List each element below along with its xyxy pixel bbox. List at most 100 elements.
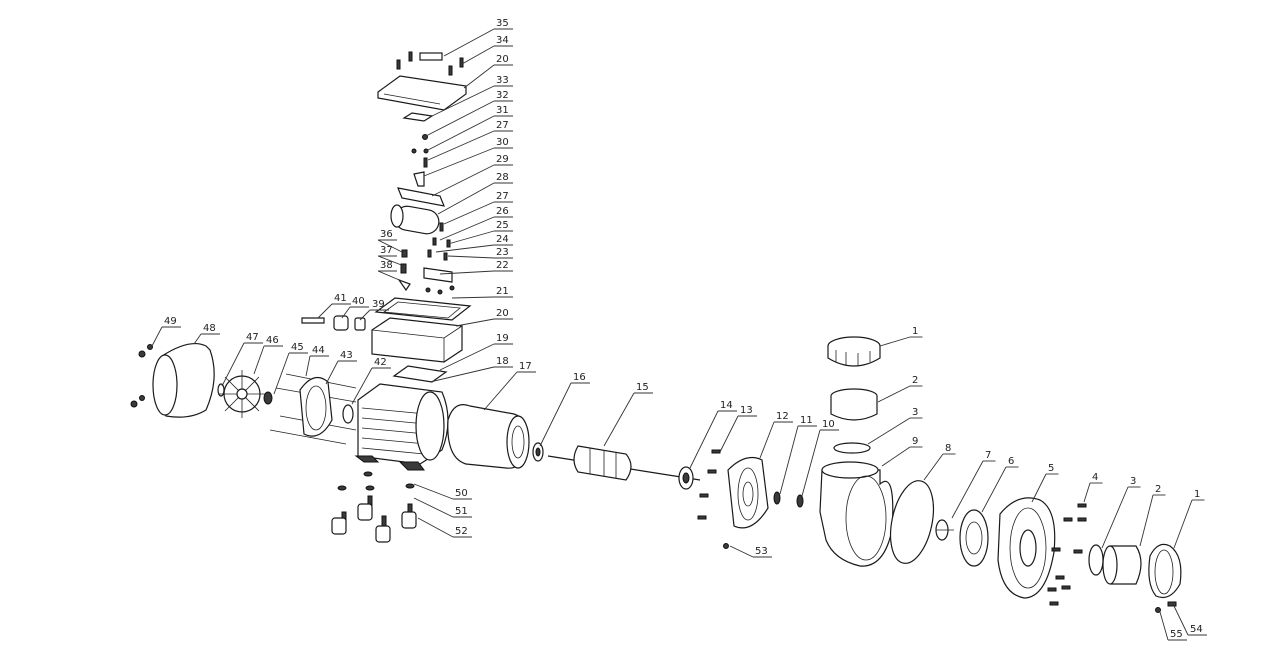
leader-line: [1031, 473, 1047, 503]
callout-label: 53: [755, 546, 768, 557]
leader-line: [1083, 482, 1091, 503]
leader-line: [877, 385, 911, 403]
callout-label: 44: [312, 345, 325, 356]
callout-label: 3: [1130, 476, 1136, 487]
leader-line: [341, 306, 351, 319]
leader-line: [253, 345, 265, 375]
leader-line: [603, 392, 635, 447]
callout-label: 24: [496, 234, 509, 245]
callout-label: 25: [496, 220, 509, 231]
callout-label: 6: [1008, 456, 1014, 467]
impeller-assembly: [935, 497, 1087, 606]
leader-line: [417, 517, 454, 538]
callout-label: 7: [985, 450, 991, 461]
leader-line: [413, 497, 454, 518]
callout-label: 11: [800, 415, 813, 426]
motor-mounts: [331, 471, 417, 543]
callout-label: 17: [519, 361, 532, 372]
callout-label: 9: [912, 436, 918, 447]
leader-line: [451, 296, 495, 299]
leader-line: [881, 446, 911, 467]
callout-label: 37: [380, 245, 393, 256]
callout-label: 38: [380, 260, 393, 271]
leader-line: [539, 382, 572, 447]
callout-label: 42: [374, 357, 387, 368]
callout-label: 2: [1155, 484, 1161, 495]
callout-label: 10: [822, 419, 835, 430]
leader-line: [1139, 494, 1154, 547]
pump-housing: [819, 336, 935, 567]
callout-label: 3: [912, 407, 918, 418]
leader-line: [1159, 611, 1169, 641]
leader-line: [359, 309, 371, 321]
leader-line: [1173, 605, 1189, 636]
callout-label: 51: [455, 506, 468, 517]
callout-label: 22: [496, 260, 509, 271]
callout-label: 14: [720, 400, 733, 411]
callout-label: 20: [496, 54, 509, 65]
callout-label: 27: [496, 191, 509, 202]
callout-label: 8: [945, 443, 951, 454]
leader-line: [431, 164, 495, 197]
callout-label: 5: [1048, 463, 1054, 474]
callout-label: 49: [164, 316, 177, 327]
leader-line: [423, 147, 495, 177]
callout-label: 40: [352, 296, 365, 307]
leader-line: [867, 417, 911, 445]
leader-line: [443, 28, 495, 57]
callout-label: 13: [740, 405, 753, 416]
callout-label: 23: [496, 247, 509, 258]
leader-line: [719, 415, 739, 453]
callout-label: 12: [776, 411, 789, 422]
callout-label: 52: [455, 526, 468, 537]
leader-line: [305, 355, 311, 377]
motor-body: [354, 383, 449, 471]
leader-line: [193, 333, 202, 345]
callout-label: 18: [496, 356, 509, 367]
leader-line: [429, 366, 495, 383]
callout-label: 46: [266, 335, 279, 346]
leader-line: [689, 410, 719, 469]
leader-line: [729, 545, 754, 558]
leader-line: [443, 201, 495, 225]
callout-label: 30: [496, 137, 509, 148]
leader-line: [413, 483, 454, 500]
callout-label: 26: [496, 206, 509, 217]
callout-label: 35: [496, 18, 509, 29]
leader-line: [779, 425, 799, 495]
callout-label: 33: [496, 75, 509, 86]
motor-rear-parts: [130, 343, 357, 445]
callout-label: 20: [496, 308, 509, 319]
callout-label: 54: [1190, 624, 1203, 635]
callout-label: 1: [912, 326, 918, 337]
callout-label: 43: [340, 350, 353, 361]
callout-label: 34: [496, 35, 509, 46]
leader-line: [455, 318, 495, 327]
callout-label: 36: [380, 229, 393, 240]
leader-line: [439, 270, 495, 275]
leader-line: [425, 100, 495, 137]
leader-line: [981, 466, 1007, 513]
callout-label: 48: [203, 323, 216, 334]
callout-label: 31: [496, 105, 509, 116]
leader-line: [1101, 486, 1129, 549]
leader-line: [377, 255, 405, 267]
callout-label: 27: [496, 120, 509, 131]
leader-line: [1173, 499, 1193, 549]
outlet-union: [1088, 543, 1182, 613]
leader-line: [759, 421, 775, 459]
stator-rotor: [447, 404, 701, 490]
leader-line: [483, 371, 518, 411]
callout-label: 16: [573, 372, 586, 383]
terminal-box-parts: [301, 51, 472, 383]
callout-label: 29: [496, 154, 509, 165]
leader-line: [801, 429, 821, 497]
leader-line: [439, 216, 495, 241]
leader-line: [351, 367, 373, 405]
callout-label: 32: [496, 90, 509, 101]
adapter-plate: [697, 449, 804, 549]
callout-label: 55: [1170, 629, 1183, 640]
leader-line: [427, 130, 495, 161]
callout-label: 1: [1194, 489, 1200, 500]
